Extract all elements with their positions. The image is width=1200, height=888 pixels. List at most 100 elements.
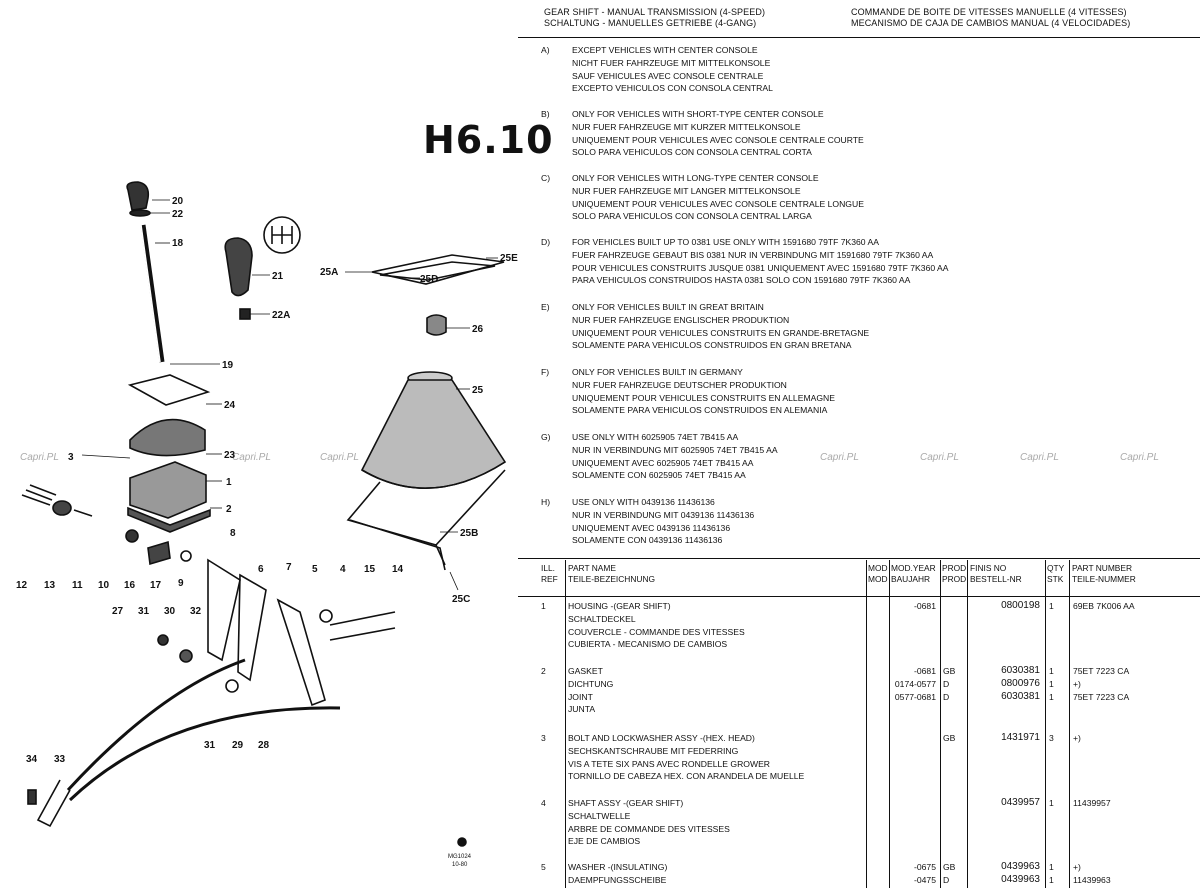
note-line: ONLY FOR VEHICLES WITH SHORT-TYPE CENTER… bbox=[572, 109, 824, 119]
note-line: UNIQUEMENT AVEC 0439136 11436136 bbox=[572, 522, 731, 533]
cell-line: SCHALTWELLE bbox=[568, 810, 631, 821]
watermark: Capri.PL bbox=[1120, 452, 1159, 463]
cell-line: 4 bbox=[541, 798, 546, 808]
cell-line: 0439963 bbox=[1001, 861, 1040, 872]
callout-label: 20 bbox=[172, 196, 184, 207]
cell-line: 75ET 7223 CA bbox=[1073, 691, 1130, 702]
cell-line: 0577-0681 bbox=[894, 691, 936, 702]
table-cell-ref: 5 bbox=[541, 861, 546, 874]
note-line: NUR FUER FAHRZEUGE ENGLISCHER PRODUKTION bbox=[572, 314, 790, 325]
cell-line: 6030381 bbox=[1001, 665, 1040, 676]
table-cell-partno: 11439957 bbox=[1073, 797, 1111, 810]
cell-line: 6030381 bbox=[1001, 690, 1040, 702]
header-title-en: GEAR SHIFT - MANUAL TRANSMISSION (4-SPEE… bbox=[544, 7, 766, 17]
callout-label: 29 bbox=[232, 740, 244, 751]
cell-line: -0675 bbox=[914, 862, 936, 872]
table-cell-finis: 1431971 bbox=[1001, 732, 1040, 745]
table-header-rule bbox=[518, 596, 1200, 597]
callout-label: 9 bbox=[178, 578, 184, 589]
cell-line: 11439963 bbox=[1073, 874, 1111, 885]
cell-line: 1431971 bbox=[1001, 732, 1040, 743]
cell-line: 5 bbox=[541, 862, 546, 872]
cell-line: 0800976 bbox=[1001, 677, 1040, 689]
callout-label: 31 bbox=[204, 740, 216, 751]
cell-line: 1 bbox=[1049, 678, 1054, 689]
note-line: SOLO PARA VEHICULOS CON CONSOLA CENTRAL … bbox=[572, 147, 812, 158]
table-cell-qty: 1 1 1 bbox=[1049, 665, 1054, 703]
cell-line: GB bbox=[943, 862, 956, 872]
callout-label: 3 bbox=[68, 452, 74, 463]
cell-line: +) bbox=[1073, 733, 1081, 743]
note-line: NUR IN VERBINDUNG MIT 6025905 74ET 7B415… bbox=[572, 444, 778, 455]
table-cell-ref: 2 bbox=[541, 665, 546, 678]
cell-line: 0439963 bbox=[1001, 873, 1040, 885]
callout-label: 4 bbox=[340, 564, 346, 575]
col-divider bbox=[866, 560, 867, 888]
callout-label: 25E bbox=[500, 253, 518, 264]
callout-label: 10 bbox=[98, 580, 110, 591]
callout-label: 32 bbox=[190, 606, 202, 617]
col-divider bbox=[967, 560, 968, 888]
watermark: Capri.PL bbox=[232, 452, 271, 463]
footer-date: 10-80 bbox=[452, 862, 468, 868]
table-cell-partno: +) 11439963 bbox=[1073, 861, 1111, 887]
th-ref: ILL.REF bbox=[541, 563, 558, 584]
note-line: NUR FUER FAHRZEUGE MIT LANGER MITTELKONS… bbox=[572, 185, 801, 196]
table-cell-modyear: -0675-0475 bbox=[914, 861, 936, 887]
callout-label: 23 bbox=[224, 450, 236, 461]
note-letter: F) bbox=[541, 367, 550, 377]
table-cell-partno: 75ET 7223 CA+)75ET 7223 CA bbox=[1073, 665, 1129, 703]
note-line: NUR IN VERBINDUNG MIT 0439136 11436136 bbox=[572, 509, 755, 520]
cell-line: 1 bbox=[1049, 691, 1054, 702]
note-line: FOR VEHICLES BUILT UP TO 0381 USE ONLY W… bbox=[572, 237, 879, 247]
cell-line: BOLT AND LOCKWASHER ASSY -(HEX. HEAD) bbox=[568, 733, 755, 743]
note-line: UNIQUEMENT POUR VEHICULES AVEC CONSOLE C… bbox=[572, 134, 864, 145]
cell-line: 1 bbox=[1049, 666, 1054, 676]
cell-line: 1 bbox=[541, 601, 546, 611]
page-code: H6.10 bbox=[423, 118, 554, 162]
callout-label: 1 bbox=[226, 477, 232, 488]
note-text: ONLY FOR VEHICLES WITH LONG-TYPE CENTER … bbox=[572, 172, 864, 223]
note-line: USE ONLY WITH 0439136 11436136 bbox=[572, 497, 715, 507]
callout-label: 6 bbox=[258, 564, 264, 575]
cell-line: 11439957 bbox=[1073, 798, 1111, 808]
header-title-de: SCHALTUNG - MANUELLES GETRIEBE (4-GANG) bbox=[544, 18, 757, 28]
note-line: SAUF VEHICULES AVEC CONSOLE CENTRALE bbox=[572, 70, 764, 81]
callout-label: 27 bbox=[112, 606, 124, 617]
note-line: UNIQUEMENT POUR VEHICULES AVEC CONSOLE C… bbox=[572, 198, 864, 209]
note-line: UNIQUEMENT AVEC 6025905 74ET 7B415 AA bbox=[572, 457, 754, 468]
note-line: SOLAMENTE PARA VEHICULOS CONSTRUIDOS EN … bbox=[572, 340, 852, 351]
cell-line: -0681 bbox=[914, 601, 936, 611]
cell-line: CUBIERTA - MECANISMO DE CAMBIOS bbox=[568, 639, 728, 650]
note-letter: H) bbox=[541, 497, 551, 507]
note-line: USE ONLY WITH 6025905 74ET 7B415 AA bbox=[572, 432, 739, 442]
cell-line: 75ET 7223 CA bbox=[1073, 666, 1130, 676]
watermark: Capri.PL bbox=[320, 452, 359, 463]
note-line: SOLAMENTE CON 0439136 11436136 bbox=[572, 535, 723, 546]
callout-label: 11 bbox=[72, 580, 83, 591]
table-cell-ref: 4 bbox=[541, 797, 546, 810]
note-text: ONLY FOR VEHICLES BUILT IN GREAT BRITAIN… bbox=[572, 301, 869, 352]
note-line: ONLY FOR VEHICLES BUILT IN GERMANY bbox=[572, 367, 743, 377]
callout-label: 30 bbox=[164, 606, 176, 617]
table-cell-qty: 1 bbox=[1049, 797, 1054, 810]
callout-label: 25D bbox=[420, 274, 438, 285]
note-text: FOR VEHICLES BUILT UP TO 0381 USE ONLY W… bbox=[572, 236, 949, 287]
cell-line: +) bbox=[1073, 862, 1081, 872]
table-cell-partno: +) bbox=[1073, 732, 1081, 745]
callout-label: 34 bbox=[26, 754, 38, 765]
note-line: NICHT FUER FAHRZEUGE MIT MITTELKONSOLE bbox=[572, 57, 771, 68]
cell-line: 0800198 bbox=[1001, 600, 1040, 611]
note-letter: D) bbox=[541, 237, 551, 247]
cell-line: D bbox=[943, 678, 950, 689]
